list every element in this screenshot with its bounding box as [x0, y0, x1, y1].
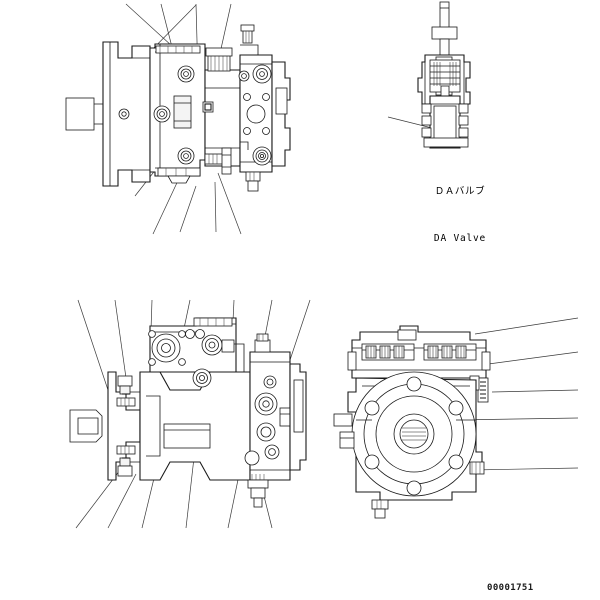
- pump-top-fitting: [240, 24, 259, 56]
- section-aux-pump: [148, 317, 245, 388]
- view-pump-sectional: [69, 299, 311, 529]
- da-valve-label-english: DA Valve: [433, 233, 487, 245]
- pump-regulator-block: [202, 47, 241, 175]
- view-da-valve-section: [387, 1, 471, 149]
- pump-bottom-fitting: [245, 171, 261, 192]
- section-bearing-upper: [116, 375, 136, 407]
- section-end-flange: [289, 363, 307, 471]
- section-swash-housing: [139, 371, 251, 481]
- endview-spool-group-right: [423, 343, 477, 361]
- da-valve-lower-body: [429, 95, 461, 149]
- pump-right-bracket: [271, 61, 291, 167]
- view-pump-end-face: [333, 317, 579, 519]
- da-valve-label-japanese: ＤＡバルブ: [434, 185, 486, 197]
- da-valve-spring-chamber: [429, 59, 461, 97]
- pump-drive-shaft: [65, 97, 103, 131]
- endview-bottom-fitting: [371, 499, 389, 519]
- endview-main-body: [347, 371, 483, 501]
- section-shaft-stub: [69, 409, 103, 443]
- endview-valve-rail: [347, 325, 491, 379]
- section-bearing-lower: [116, 445, 136, 477]
- da-valve-caption: ＤＡバルブ DA Valve: [400, 150, 520, 282]
- view-pump-side-elevation: [65, 3, 291, 235]
- endview-right-port: [469, 461, 485, 475]
- da-valve-side-ribs: [421, 103, 469, 148]
- pump-main-housing: [149, 43, 206, 184]
- drawing-number: 00001751: [487, 583, 534, 593]
- pump-mounting-flange: [102, 41, 151, 187]
- da-valve-leader-line: [387, 116, 433, 129]
- endview-spool-group-left: [361, 343, 415, 361]
- endview-left-port: [333, 413, 355, 449]
- pump-port-block: [238, 54, 273, 173]
- section-valve-block: [244, 333, 305, 481]
- da-valve-stem: [439, 1, 450, 31]
- da-valve-upper-collar: [431, 26, 458, 58]
- section-drain-fitting: [247, 474, 269, 508]
